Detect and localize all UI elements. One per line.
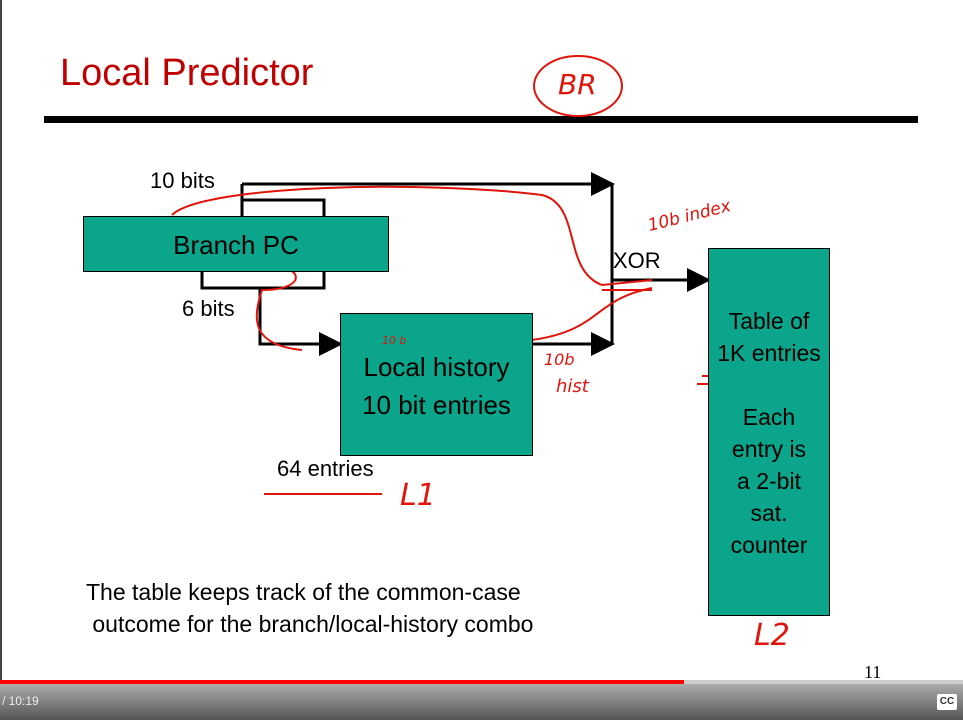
branch-pc-label: Branch PC — [173, 230, 299, 260]
table-line: Table of — [728, 308, 810, 334]
progress-bar[interactable] — [0, 680, 963, 684]
caption-line-2: outcome for the branch/local-history com… — [86, 611, 534, 637]
slide-caption: The table keeps track of the common-case… — [86, 576, 533, 640]
player-controls — [0, 680, 963, 720]
title-rule — [44, 116, 918, 123]
slide-title: Local Predictor — [60, 52, 314, 94]
local-history-box: Local history 10 bit entries — [340, 313, 533, 456]
label-10-bits: 10 bits — [150, 168, 215, 193]
table-line: Each — [742, 404, 796, 430]
annotation-10b: 10 b — [382, 334, 407, 347]
table-line: sat. — [750, 500, 788, 526]
annotation-br: BR — [558, 68, 597, 101]
table-line: counter — [730, 532, 808, 558]
counter-table-box: Table of 1K entries Each entry is a 2-bi… — [708, 248, 830, 616]
caption-line-1: The table keeps track of the common-case — [86, 579, 521, 605]
captions-button[interactable]: CC — [937, 694, 957, 710]
label-64-entries: 64 entries — [277, 456, 374, 481]
time-display: / 10:19 — [2, 694, 39, 708]
branch-pc-box: Branch PC — [83, 216, 389, 272]
local-history-line2: 10 bit entries — [362, 390, 511, 420]
annotation-l1: L1 — [400, 478, 436, 513]
table-line: a 2-bit — [737, 468, 801, 494]
table-line: entry is — [731, 436, 807, 462]
annotation-l2: L2 — [754, 618, 790, 653]
label-6-bits: 6 bits — [182, 296, 235, 321]
annotation-hist-1: 10b — [544, 350, 575, 369]
annotation-hist-2: hist — [556, 376, 589, 397]
label-xor: XOR — [613, 248, 661, 273]
table-line: 1K entries — [717, 340, 821, 366]
page-number: 11 — [864, 662, 882, 682]
local-history-line1: Local history — [363, 352, 510, 382]
progress-played — [0, 680, 684, 684]
